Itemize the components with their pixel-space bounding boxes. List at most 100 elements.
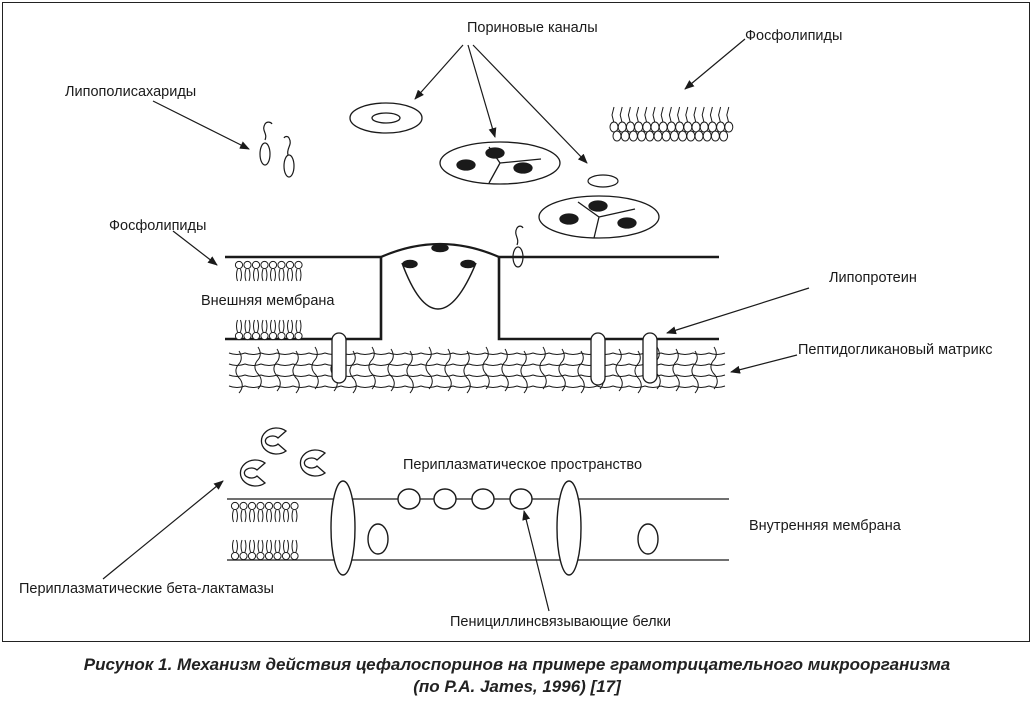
peptidoglycan-crosslink bbox=[463, 350, 471, 394]
peptidoglycan-crosslink bbox=[292, 350, 300, 394]
phospholipid-head bbox=[650, 121, 660, 133]
arrow-phospholipids-mid bbox=[172, 230, 218, 266]
phospholipid-tail bbox=[295, 268, 302, 282]
label-outer-membrane: Внешняя мембрана bbox=[201, 293, 335, 309]
arrow-lipoprotein bbox=[666, 287, 810, 335]
phospholipid-tail bbox=[240, 509, 247, 523]
phospholipid-tail bbox=[619, 106, 623, 124]
phospholipid-tail bbox=[249, 539, 255, 553]
phospholipid-tail bbox=[244, 319, 251, 333]
phospholipid-tail bbox=[677, 106, 681, 124]
peptidoglycan-crosslink bbox=[501, 348, 509, 392]
phospholipid-head bbox=[707, 121, 717, 133]
phospholipid-tail bbox=[701, 106, 705, 124]
figure-caption: Рисунок 1. Механизм действия цефалоспори… bbox=[0, 654, 1034, 698]
phospholipid-head bbox=[675, 121, 685, 133]
arrow-phospholipids-top bbox=[684, 38, 746, 90]
phospholipid-tail bbox=[644, 106, 648, 124]
phospholipid-head bbox=[617, 121, 627, 133]
phospholipid-head bbox=[678, 130, 688, 142]
phospholipid-head bbox=[625, 121, 635, 133]
label-lipopolysaccharides: Липополисахариды bbox=[65, 84, 197, 100]
label-inner-membrane: Внутренняя мембрана bbox=[749, 518, 901, 534]
phospholipid-tail bbox=[636, 106, 640, 124]
phospholipid-tail bbox=[236, 268, 242, 282]
peptidoglycan-crosslink bbox=[235, 350, 243, 394]
phospholipid-head bbox=[686, 130, 696, 142]
phospholipid-head bbox=[243, 331, 252, 341]
peptidoglycan-crosslink bbox=[406, 350, 414, 394]
phospholipid-tail bbox=[274, 539, 281, 553]
phospholipid-head bbox=[628, 130, 638, 142]
label-penicillin-binding-proteins: Пенициллинсвязывающие белки bbox=[450, 614, 671, 630]
peptidoglycan-crosslink bbox=[425, 346, 433, 390]
arrow-lipopolysaccharides bbox=[152, 100, 250, 150]
phospholipid-tail bbox=[685, 106, 689, 124]
phospholipid-sheet bbox=[609, 106, 734, 142]
inner-membrane-phospholipids-inner bbox=[230, 539, 299, 561]
arrow-pbp bbox=[522, 510, 550, 612]
phospholipid-head bbox=[234, 331, 244, 341]
phospholipid-tail bbox=[283, 539, 289, 553]
outer-membrane bbox=[225, 255, 719, 341]
diagram-canvas bbox=[102, 38, 810, 612]
phospholipid-head bbox=[256, 501, 265, 511]
beta-lactamases bbox=[239, 427, 327, 487]
phospholipid-tail bbox=[270, 268, 276, 282]
phospholipid-head bbox=[694, 130, 704, 142]
peptidoglycan-crosslink bbox=[691, 350, 699, 394]
phospholipid-tail bbox=[266, 539, 272, 553]
label-lipoprotein: Липопротеин bbox=[829, 270, 917, 286]
label-phospholipids-mid: Фосфолипиды bbox=[109, 218, 207, 234]
phospholipid-head bbox=[281, 501, 291, 511]
phospholipid-tail bbox=[232, 539, 238, 553]
arrows bbox=[102, 38, 810, 612]
lipoproteins bbox=[331, 332, 658, 386]
phospholipid-tail bbox=[287, 319, 293, 333]
label-periplasmic-beta-lactamases: Периплазматические бета-лактамазы bbox=[19, 581, 274, 597]
peptidoglycan-crosslink bbox=[539, 346, 547, 390]
peptidoglycan-crosslink bbox=[387, 348, 395, 392]
phospholipid-tail bbox=[253, 319, 259, 333]
outer-membrane-phospholipids-outer bbox=[234, 260, 303, 282]
phospholipid-tail bbox=[278, 319, 285, 333]
mechanism-diagram: Пориновые каналы Фосфолипиды Липополисах… bbox=[2, 2, 1030, 642]
phospholipid-head bbox=[669, 130, 679, 142]
phospholipid-head bbox=[256, 551, 265, 561]
peptidoglycan-crosslink bbox=[577, 350, 585, 394]
phospholipid-tail bbox=[660, 106, 664, 124]
inner-membrane-proteins bbox=[330, 480, 659, 576]
phospholipid-head bbox=[710, 130, 720, 142]
phospholipid-head bbox=[234, 260, 244, 270]
phospholipid-tail bbox=[652, 106, 656, 124]
phospholipid-head bbox=[260, 260, 269, 270]
phospholipid-head bbox=[239, 551, 248, 561]
phospholipid-tail bbox=[249, 509, 255, 523]
phospholipid-tail bbox=[278, 268, 285, 282]
phospholipid-tail bbox=[257, 509, 264, 523]
phospholipid-head bbox=[251, 260, 261, 270]
phospholipid-tail bbox=[236, 319, 242, 333]
label-porin-channels: Пориновые каналы bbox=[467, 20, 598, 36]
peptidoglycan-crosslink bbox=[311, 346, 319, 390]
phospholipid-head bbox=[247, 551, 257, 561]
phospholipid-head bbox=[290, 501, 299, 511]
phospholipid-head bbox=[661, 130, 671, 142]
caption-line-2: (по P.A. James, 1996) [17] bbox=[413, 677, 621, 696]
phospholipid-head bbox=[724, 121, 734, 133]
phospholipid-head bbox=[285, 331, 295, 341]
phospholipid-head bbox=[653, 130, 663, 142]
arrow-peptidoglycan bbox=[730, 354, 798, 374]
phospholipid-head bbox=[683, 121, 693, 133]
phospholipid-tail bbox=[611, 106, 615, 124]
phospholipid-tail bbox=[253, 268, 259, 282]
phospholipid-head bbox=[699, 121, 709, 133]
phospholipid-head bbox=[666, 121, 676, 133]
phospholipid-tail bbox=[726, 106, 730, 124]
phospholipid-head bbox=[634, 121, 644, 133]
peptidoglycan-crosslink bbox=[634, 350, 642, 394]
phospholipid-head bbox=[294, 260, 303, 270]
arrow-porin-3 bbox=[472, 44, 588, 164]
phospholipid-head bbox=[716, 121, 726, 133]
phospholipid-tail bbox=[261, 319, 268, 333]
